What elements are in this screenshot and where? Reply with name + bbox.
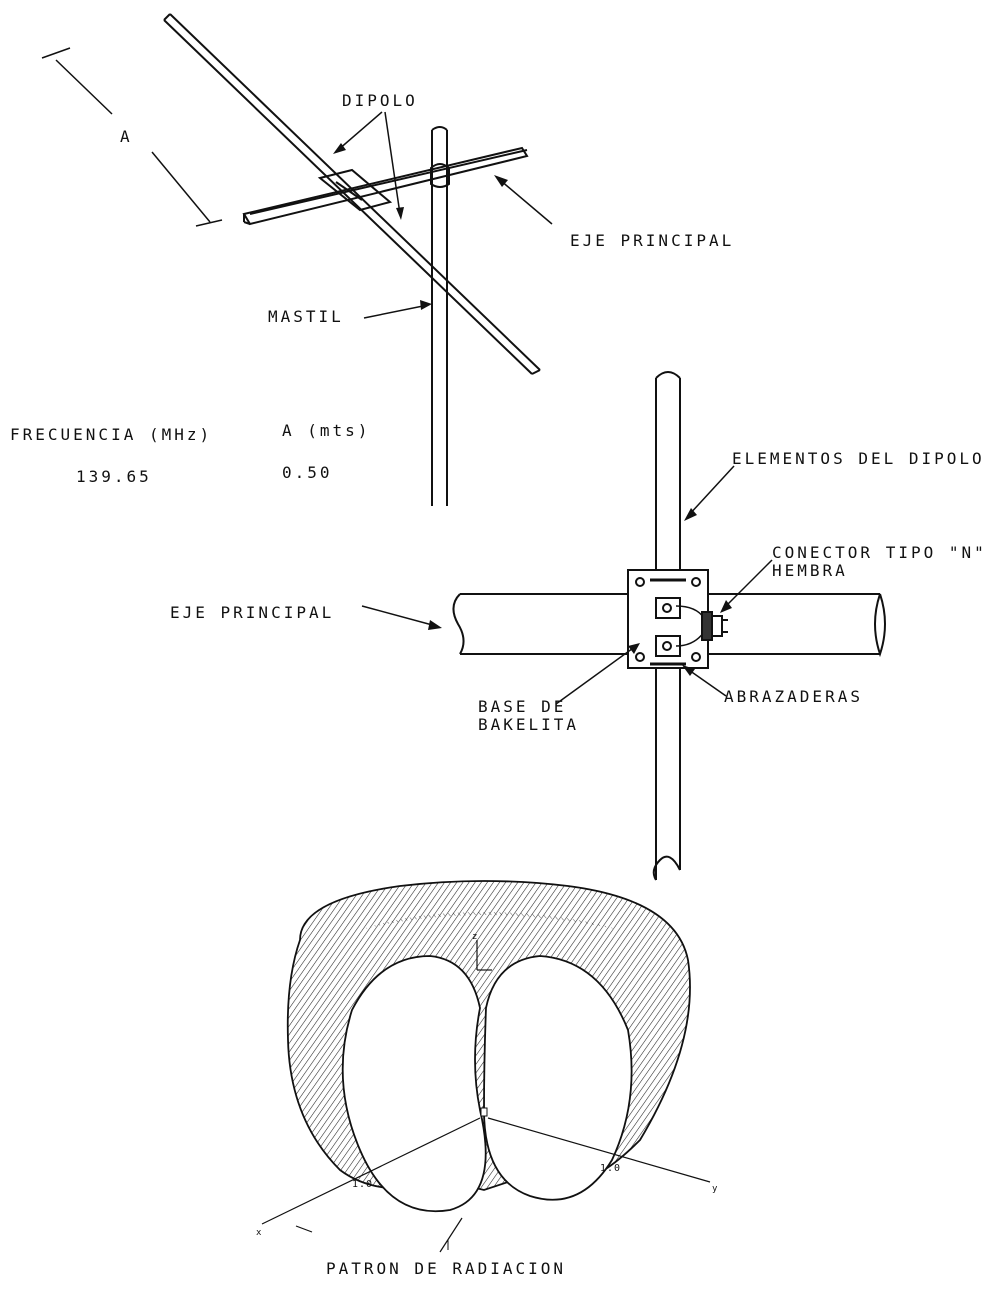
- left-lobe: [341, 955, 487, 1213]
- main-axis-beam: [242, 146, 529, 226]
- dimension-value: 0.50: [282, 463, 333, 482]
- conector-label-line2: HEMBRA: [772, 561, 848, 580]
- x-axis: [261, 1117, 481, 1225]
- dimension-header: A (mts): [282, 421, 371, 440]
- axis-label-y: y: [712, 1184, 718, 1194]
- eje-principal-label-detail: EJE PRINCIPAL: [170, 603, 335, 622]
- pattern-caption: PATRON DE RADIACION: [326, 1259, 567, 1278]
- conector-label: CONECTOR TIPO "N" HEMBRA: [772, 544, 987, 580]
- frequency-header: FRECUENCIA (MHz): [10, 425, 213, 444]
- abrazaderas-label: ABRAZADERAS: [724, 687, 863, 706]
- base-bakelita-label: BASE DE BAKELITA: [478, 698, 579, 734]
- scale-label-right: 1.0: [600, 1163, 622, 1174]
- dipolo-label: DIPOLO: [342, 91, 418, 110]
- mastil-label: MASTIL: [268, 307, 344, 326]
- detail-view: [361, 371, 886, 881]
- radiation-pattern: [261, 880, 711, 1253]
- eje-principal-label-top: EJE PRINCIPAL: [570, 231, 735, 250]
- scale-label-left: 1.0: [352, 1179, 374, 1190]
- conector-label-line1: CONECTOR TIPO "N": [772, 543, 987, 562]
- y-axis: [487, 1117, 711, 1183]
- dipole-element-edge: [169, 13, 541, 371]
- elementos-dipolo-label: ELEMENTOS DEL DIPOLO: [732, 449, 985, 468]
- axis-label-x: x: [256, 1228, 262, 1238]
- dipole-element-edge: [163, 19, 533, 375]
- top-antenna: [41, 13, 553, 506]
- frequency-value: 139.65: [76, 467, 152, 486]
- base-label-line2: BAKELITA: [478, 715, 580, 734]
- dimension-line-a: [55, 59, 113, 115]
- dimension-label-a: A: [120, 127, 133, 146]
- base-label-line1: BASE DE: [478, 697, 567, 716]
- axis-label-z: z: [472, 932, 478, 942]
- n-connector: [701, 611, 713, 641]
